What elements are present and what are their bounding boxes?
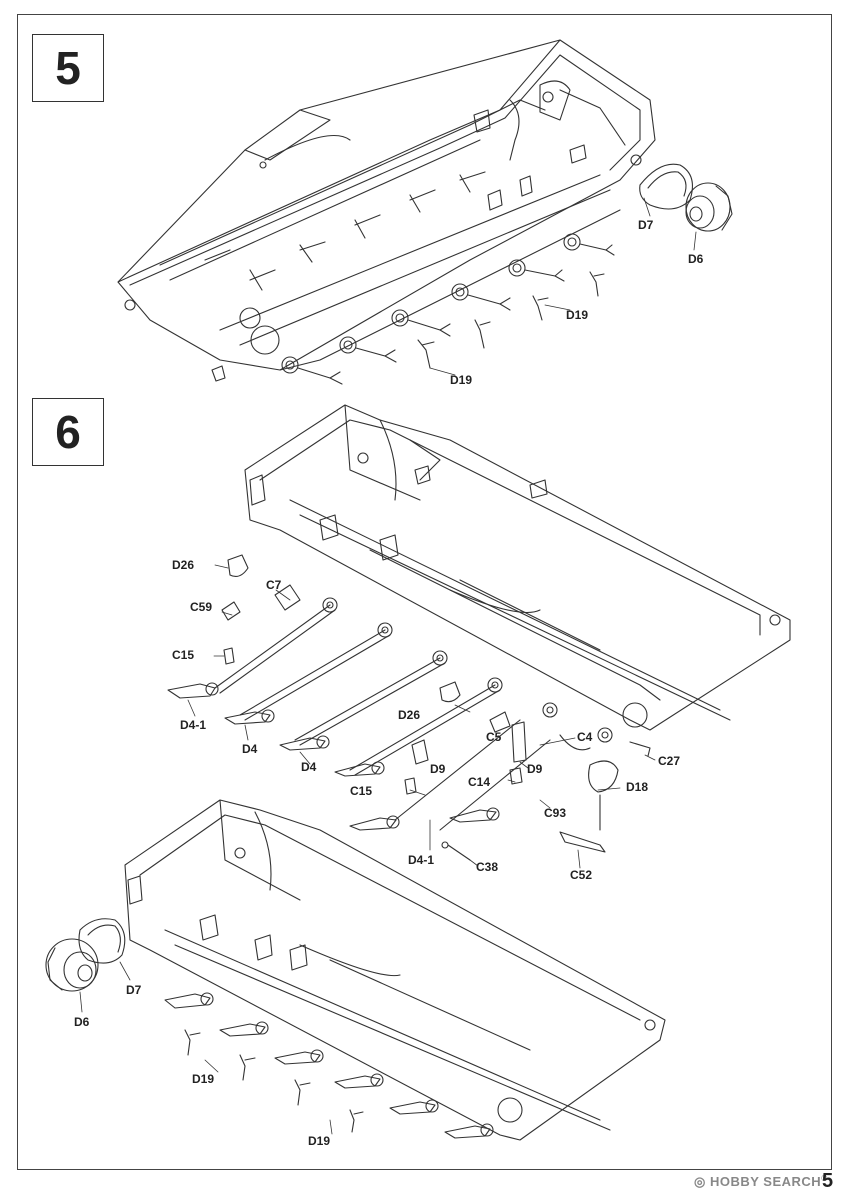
watermark-logo-icon: ◎	[694, 1174, 710, 1189]
step6-lower-wheel-arms	[164, 992, 523, 1139]
step5-wheel-arms	[281, 233, 615, 385]
part-label-c5: C5	[486, 730, 502, 744]
page-frame	[17, 14, 832, 1170]
part-label-d7: D7	[638, 218, 654, 232]
part-label-c38: C38	[476, 860, 499, 874]
part-label-d6: D6	[74, 1015, 90, 1029]
part-label-d9: D9	[527, 762, 543, 776]
part-label-d9: D9	[430, 762, 446, 776]
part-label-c4: C4	[577, 730, 593, 744]
page-number: 5	[822, 1170, 834, 1192]
step-number-6: 6	[32, 398, 104, 466]
part-label-c59: C59	[190, 600, 213, 614]
step6-lower-hull	[45, 799, 666, 1141]
watermark: ◎ HOBBY SEARCH®	[694, 1174, 828, 1189]
part-label-c15: C15	[350, 784, 373, 798]
part-label-d19: D19	[308, 1134, 331, 1148]
part-label-c93: C93	[544, 806, 567, 820]
part-label-d26: D26	[172, 558, 195, 572]
part-label-d26: D26	[398, 708, 421, 722]
part-label-d4-1: D4-1	[408, 853, 435, 867]
part-label-c7: C7	[266, 578, 282, 592]
part-label-d7: D7	[126, 983, 142, 997]
part-label-d4: D4	[301, 760, 317, 774]
part-label-c52: C52	[570, 868, 593, 882]
part-label-d18: D18	[626, 780, 649, 794]
part-label-c27: C27	[658, 754, 681, 768]
part-label-d4: D4	[242, 742, 258, 756]
part-label-d19: D19	[192, 1072, 215, 1086]
step5-hull	[117, 39, 733, 385]
step6-upper-hull	[167, 404, 791, 869]
part-label-c15: C15	[172, 648, 195, 662]
part-label-c14: C14	[468, 775, 491, 789]
part-label-d4-1: D4-1	[180, 718, 207, 732]
part-label-d19: D19	[450, 373, 473, 387]
part-label-d19: D19	[566, 308, 589, 322]
step-number-5: 5	[32, 34, 104, 102]
step6-suspension-arms	[167, 682, 500, 831]
part-label-d6: D6	[688, 252, 704, 266]
